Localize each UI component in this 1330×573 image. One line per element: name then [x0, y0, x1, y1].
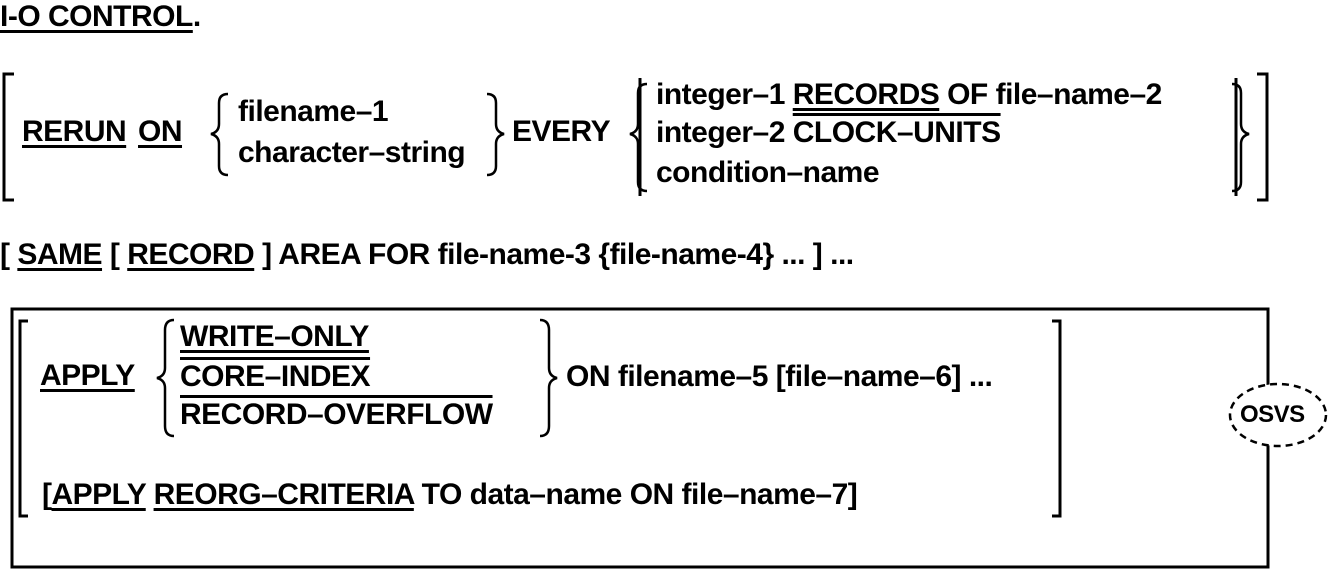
- rerun-keyword: RERUN: [22, 115, 127, 148]
- integer-left-brace: [629, 82, 648, 193]
- same-clause-rest: ] AREA FOR file-name-3 {file-name-4} ...…: [262, 238, 854, 271]
- rerun-keyword-group: RERUN ON: [22, 115, 183, 148]
- reorg-apply-keyword: APPLY: [51, 478, 147, 511]
- apply-left-bracket: [18, 319, 28, 518]
- apply-option-core-index: CORE–INDEX: [180, 360, 371, 393]
- same-clause: [ SAME [ RECORD ] AREA FOR file-name-3 {…: [0, 240, 854, 270]
- apply-left-brace: [156, 318, 175, 438]
- integer-1: integer–1: [656, 78, 785, 111]
- clock-units-keyword: CLOCK–UNITS: [792, 116, 1001, 149]
- integer-right-brace: [1231, 82, 1250, 193]
- integer-2: integer–2: [656, 116, 785, 149]
- reorg-clause: [APPLY REORG–CRITERIA TO data–name ON fi…: [42, 478, 858, 511]
- reorg-clause-rest: TO data–name ON file–name–7]: [421, 478, 858, 511]
- of-file-name-2: OF file–name–2: [947, 78, 1162, 111]
- every-option-integer-2: integer–2 CLOCK–UNITS: [656, 118, 1001, 148]
- rerun-option-character-string: character–string: [238, 136, 466, 169]
- filename-right-brace: [486, 92, 505, 177]
- heading: I-O CONTROL.: [0, 2, 201, 32]
- same-inner-open-bracket: [: [109, 238, 120, 271]
- every-option-condition-name: condition–name: [656, 156, 880, 189]
- reorg-open-bracket: [: [42, 478, 52, 511]
- every-keyword: EVERY: [512, 115, 611, 148]
- apply-option-record-overflow: RECORD–OVERFLOW: [180, 398, 493, 431]
- apply-option-write-only: WRITE–ONLY: [180, 320, 369, 353]
- records-keyword: RECORDS: [792, 78, 940, 111]
- reorg-criteria-keyword: REORG–CRITERIA: [153, 478, 415, 511]
- same-keyword: SAME: [17, 238, 103, 271]
- rerun-option-filename: filename–1: [238, 95, 389, 128]
- rerun-left-bracket: [2, 72, 14, 202]
- apply-keyword: APPLY: [40, 359, 135, 392]
- every-option-integer-1: integer–1 RECORDS OF file–name–2: [656, 80, 1162, 110]
- apply-right-bracket: [1052, 319, 1062, 518]
- apply-clause-rest: ON filename–5 [file–name–6] ...: [566, 360, 993, 393]
- record-keyword: RECORD: [127, 238, 255, 271]
- osvs-ellipse: [1228, 382, 1328, 448]
- osvs-label: OSVS: [1240, 401, 1305, 428]
- same-open-bracket: [: [0, 238, 10, 271]
- filename-left-brace: [210, 92, 229, 177]
- rerun-right-bracket: [1257, 72, 1269, 202]
- heading-period: .: [192, 0, 201, 33]
- apply-right-brace: [539, 318, 558, 438]
- io-control-keyword: I-O CONTROL: [0, 0, 193, 33]
- on-keyword: ON: [138, 115, 183, 148]
